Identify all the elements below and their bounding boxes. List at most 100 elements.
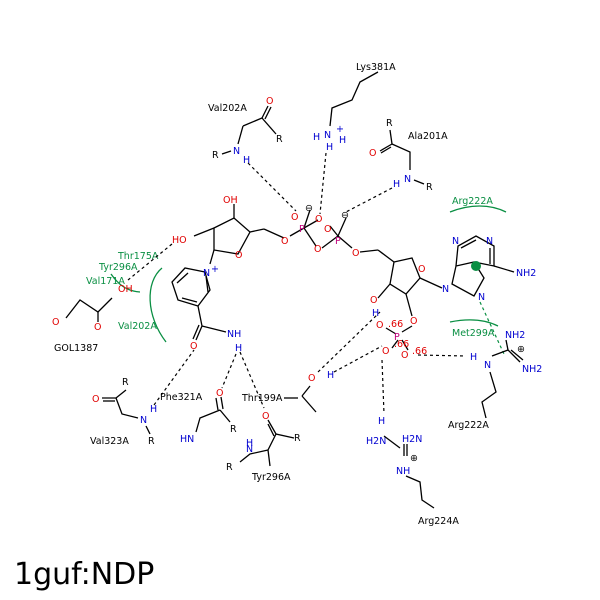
amide-n: NH [227, 329, 241, 340]
hbond-lys381-phosphate [319, 152, 327, 215]
tyr296-r2: R [226, 462, 233, 473]
phe321-residue: Phe321A O HN R [160, 388, 237, 445]
ala201-r2: R [426, 182, 433, 193]
lys381-residue: Lys381A N H + H H [313, 62, 396, 153]
gol-o2: O [94, 322, 101, 333]
val202-top-r2: R [212, 150, 219, 161]
hbond-ala201-phosphate [343, 187, 393, 214]
arg222-plus: ⊕ [517, 344, 525, 355]
tyr296-r: R [294, 433, 301, 444]
adenine-nh2: NH2 [516, 268, 536, 279]
phe321-o: O [216, 388, 223, 399]
adenine-n1: N [486, 236, 493, 247]
arg222-nh2-right: NH2 [522, 364, 542, 375]
arg224-plus: ⊕ [410, 453, 418, 464]
val323-residue: R O N H R Val323A [90, 377, 157, 447]
ribose-n-o2: HO [172, 235, 187, 246]
val323-n: N [140, 415, 147, 426]
adenosine-o3-h: H [372, 308, 379, 319]
val323-h: H [150, 404, 157, 415]
hbond-val202-phosphate [247, 162, 297, 212]
ala201-n: N [404, 174, 411, 185]
hbond-val323-amide [153, 349, 195, 406]
hbond-tyr296-amide [239, 351, 265, 409]
nicotinamide-ribose: OH HO O [172, 195, 265, 265]
hydrophobic-right: Arg222A Met299A [449, 196, 507, 339]
ribose-n-o4: O [235, 250, 242, 261]
hydrophobic-contact-dot [471, 261, 481, 271]
ala201-r: R [386, 118, 393, 129]
phe321-hn: HN [180, 434, 194, 445]
arg222-h: H [470, 352, 477, 363]
gol-oh: OH [118, 284, 133, 295]
adenosine-o3: O [370, 295, 377, 306]
tyr296-label: Tyr296A [251, 472, 291, 483]
met299-label: Met299A [452, 328, 495, 339]
arg224-label: Arg224A [418, 516, 459, 527]
val323-o: O [92, 394, 99, 405]
adenine-n9: N [442, 284, 449, 295]
pc-o3-charge: .66 [412, 346, 427, 357]
thr199-residue: Thr199A O H [241, 370, 334, 413]
val202-top-residue: Val202A O R N H R [208, 96, 283, 166]
amide-o: O [190, 341, 197, 352]
val202-top-label: Val202A [208, 103, 247, 114]
pc-o2: O [382, 346, 389, 357]
arg224-h2n: H2N [402, 434, 422, 445]
val202-green-label: Val202A [118, 321, 157, 332]
pc-o3: O [401, 350, 408, 361]
amide-h: H [235, 343, 242, 354]
val202-top-n: N [233, 146, 240, 157]
val202-top-r: R [276, 134, 283, 145]
arg224-h: H [378, 416, 385, 427]
adenosine-ribose: O O H O [370, 249, 443, 327]
hbond-arg224-phosphate [381, 359, 385, 415]
thr175-label: Thr175A [117, 251, 159, 262]
ribose-n-o3: OH [223, 195, 238, 206]
val323-r: R [122, 377, 129, 388]
phosphorus-a: P [299, 224, 305, 235]
lys381-h2: H [339, 135, 346, 146]
ala201-label: Ala201A [408, 131, 448, 142]
arg222-nh2-top: NH2 [505, 330, 525, 341]
adenine-ring: N N N N NH2 [442, 235, 536, 303]
pc-o1: O [376, 320, 383, 331]
adenosine-o2: O [410, 316, 417, 327]
arg222-label: Arg222A [448, 420, 489, 431]
tyr296-o: O [262, 411, 269, 422]
adenosine-o4: O [418, 264, 425, 275]
thr199-h: H [327, 370, 334, 381]
lys381-n: N [324, 130, 331, 141]
ala201-residue: Ala201A R O N H R [369, 118, 448, 193]
arg224-residue: H H2N H2N NH ⊕ Arg224A [366, 416, 459, 527]
pyridinium-plus: + [211, 264, 219, 275]
tyr296-h: H [246, 438, 253, 449]
hbond-arg222-phosphate [417, 354, 467, 357]
lys381-h1: H [313, 132, 320, 143]
phosphate-bridge: O P O O ⊖ O P ⊖ O O [263, 203, 379, 259]
pa-o1: O [291, 212, 298, 223]
pb-o1: O [324, 224, 331, 235]
val323-label: Val323A [90, 436, 129, 447]
lys381-h3: H [326, 142, 333, 153]
nicotinamide-ring: N + O NH H [171, 264, 242, 354]
arg222-residue: NH2 ⊕ NH2 N H Arg222A [448, 330, 542, 431]
tyr296-residue: O R N H R Tyr296A [226, 411, 301, 483]
adenosine-o5: O [352, 248, 359, 259]
gol-arc [110, 273, 141, 293]
thr199-label: Thr199A [241, 393, 283, 404]
pc-o1-charge: .66 [388, 319, 403, 330]
lys381-label: Lys381A [356, 62, 396, 73]
arg224-hn: H2N [366, 436, 386, 447]
ala201-o: O [369, 148, 376, 159]
hbond-thr199-ribose-o [317, 311, 381, 373]
pc-o2-charge: .66 [394, 339, 409, 350]
diagram-title: 1guf:NDP [14, 557, 154, 592]
phosphorus-b: P [335, 236, 341, 247]
val202-top-o: O [266, 96, 273, 107]
pa-o2: O [315, 214, 322, 225]
arg222-green-label: Arg222A [452, 196, 493, 207]
gol-label: GOL1387 [54, 343, 98, 354]
phosphorus-c: P [394, 332, 400, 343]
